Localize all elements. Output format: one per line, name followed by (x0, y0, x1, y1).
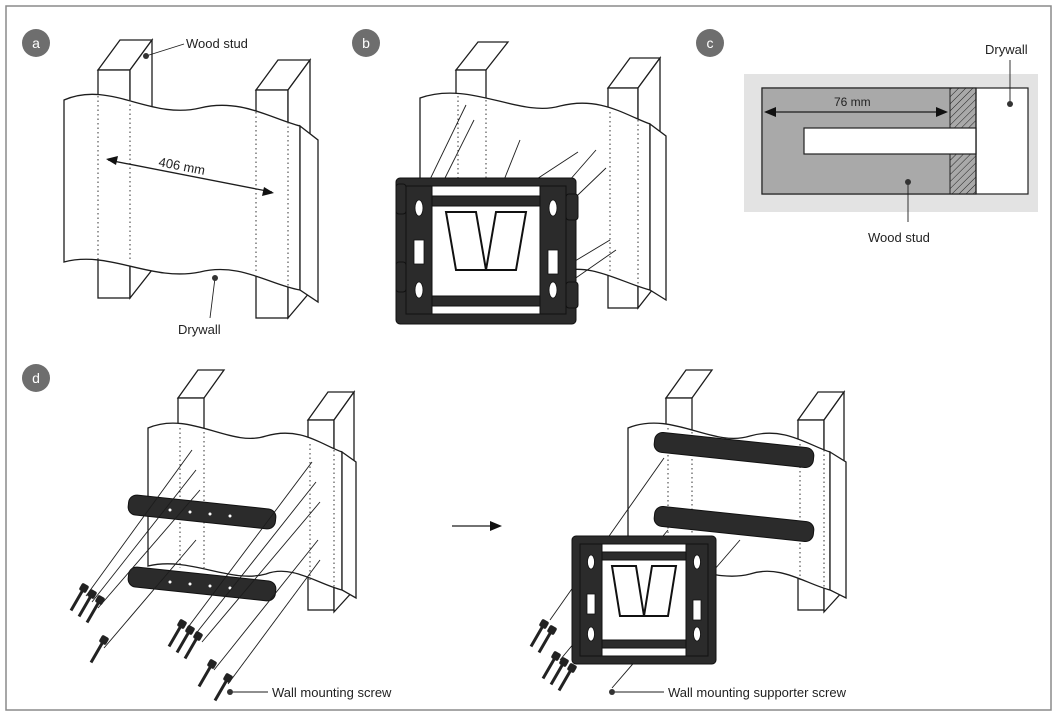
svg-text:a: a (32, 35, 40, 51)
panel-a: a 406 mm Wood stud Drywall (22, 29, 319, 337)
panel-d: d (22, 364, 847, 705)
wood-stud-label-c: Wood stud (868, 230, 930, 245)
badge-c: c (696, 29, 724, 57)
wall-mounting-screw-label: Wall mounting screw (272, 685, 392, 700)
panel-b: b (352, 29, 667, 325)
badge-a: a (22, 29, 50, 57)
wall-mounting-supporter-screw-label: Wall mounting supporter screw (668, 685, 847, 700)
badge-b: b (352, 29, 380, 57)
arrow-right-icon (490, 521, 502, 531)
drywall-label-a: Drywall (178, 322, 221, 337)
outer-frame (5, 5, 1052, 711)
drywall-label-c: Drywall (985, 42, 1028, 57)
depth-label: 76 mm (834, 95, 871, 109)
badge-d: d (22, 364, 50, 392)
svg-text:b: b (362, 35, 370, 51)
panel-c: c 76 mm Drywall Wood stud (696, 29, 1038, 245)
svg-text:c: c (707, 35, 714, 51)
svg-text:d: d (32, 370, 40, 386)
wood-stud-label-a: Wood stud (186, 36, 248, 51)
